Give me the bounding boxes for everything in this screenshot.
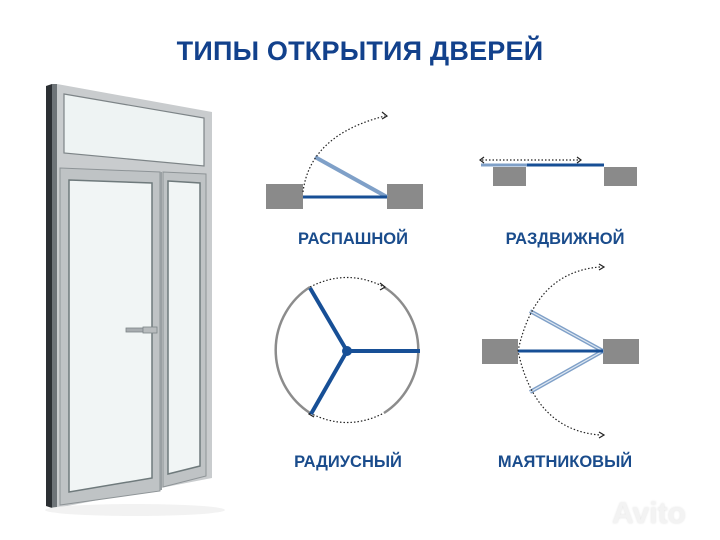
swing-door-label: РАСПАШНОЙ <box>298 230 408 248</box>
wall-left <box>266 184 303 209</box>
radial-door-label: РАДИУСНЫЙ <box>294 453 402 471</box>
pendulum-door-label: МАЯТНИКОВЫЙ <box>497 453 633 471</box>
avito-watermark: Avito <box>612 497 686 530</box>
sliding-door-label: РАЗДВИЖНОЙ <box>505 230 625 248</box>
page-title: ТИПЫ ОТКРЫТИЯ ДВЕРЕЙ <box>176 36 544 66</box>
wall-right <box>387 184 423 209</box>
